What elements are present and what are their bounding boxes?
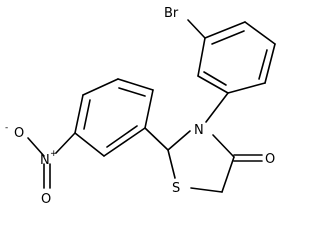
bond (197, 75, 229, 94)
bond (190, 187, 223, 193)
double-bond-inner (83, 99, 91, 130)
bond-aryl-n (205, 92, 229, 123)
bond (204, 21, 246, 39)
ring-nitrogen: N (194, 123, 204, 138)
bond-c-br (187, 19, 206, 39)
nitro-minus-charge: - (5, 123, 8, 133)
double-bond-inner (118, 87, 146, 97)
double-bond-inner (203, 71, 227, 86)
thiazolidinone-ring (167, 130, 235, 193)
carbonyl-oxygen: O (265, 152, 275, 167)
nitro-nitrogen: N (40, 153, 50, 168)
bond-n-o (27, 137, 45, 157)
bromine-atom: Br (164, 6, 179, 21)
bond (74, 94, 84, 134)
bond (117, 78, 154, 91)
bond (197, 37, 206, 77)
bond-c2-aryl (144, 127, 169, 151)
bond (74, 132, 105, 157)
bromophenyl-ring (197, 21, 276, 94)
bond (167, 149, 176, 179)
bond (227, 82, 266, 94)
nitro-oxygen-anion: O (14, 126, 24, 141)
double-bond-inner (258, 49, 268, 80)
bond-c-nitro (55, 132, 76, 154)
bond (212, 134, 235, 158)
bond (144, 89, 154, 129)
bond (103, 127, 146, 157)
nitrophenyl-ring (74, 78, 154, 157)
nitro-plus-charge: + (50, 149, 58, 159)
ring-sulfur: S (172, 181, 180, 196)
bond (221, 156, 235, 193)
double-bond-inner (106, 125, 138, 148)
nitro-oxygen-double: O (41, 192, 51, 207)
double-bond-inner (211, 30, 245, 45)
bond (264, 43, 276, 84)
bond (244, 21, 276, 45)
bond (82, 78, 119, 96)
molecule-diagram: Br O N S N + O - O (5, 6, 276, 207)
bond (167, 130, 191, 151)
